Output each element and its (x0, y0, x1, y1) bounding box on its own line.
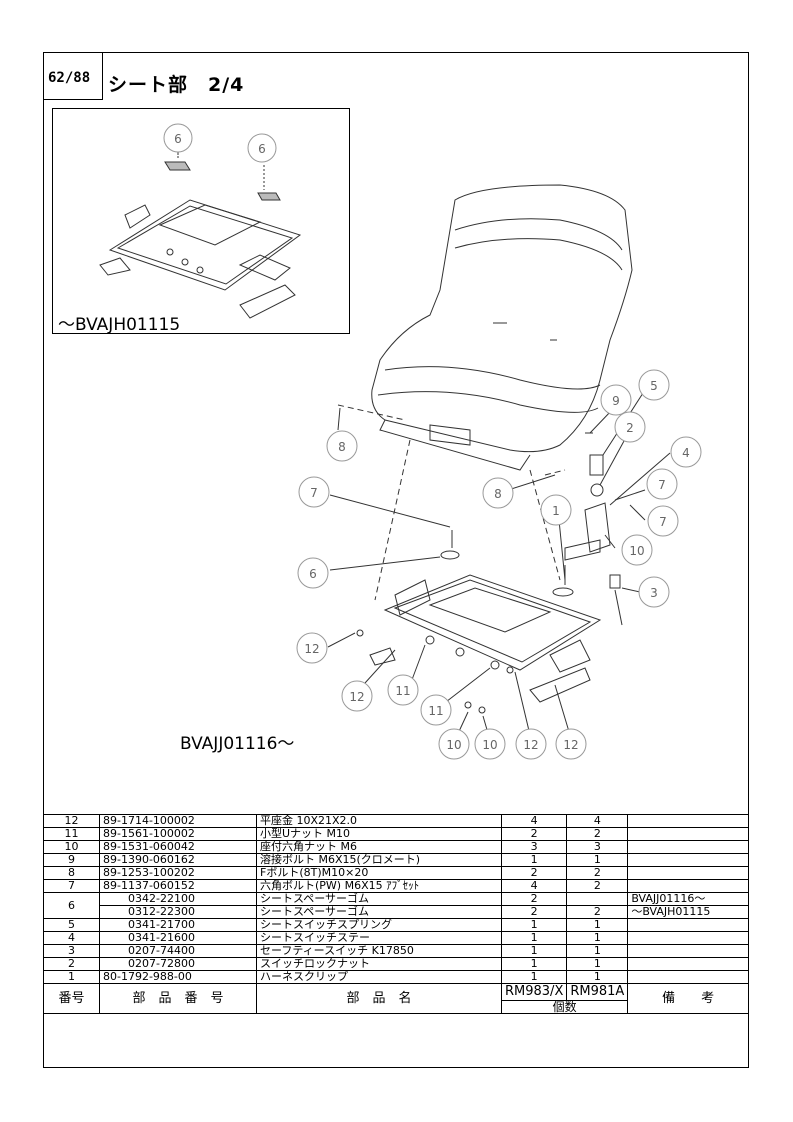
callout-label: 12 (304, 642, 319, 656)
callout-label: 11 (428, 704, 443, 718)
callout-label: 2 (626, 421, 634, 435)
callout-label: 10 (629, 544, 644, 558)
callout-label: 8 (338, 440, 346, 454)
callout-bubble: 8 (326, 430, 358, 462)
header-note: 備 考 (627, 983, 749, 1014)
callout-bubble: 6 (247, 133, 277, 163)
callout-bubble: 12 (515, 728, 547, 760)
table-header-row: 番号 部 品 番 号 部 品 名 RM983/X RM981A 備 考 (43, 983, 749, 1014)
callout-label: 6 (309, 567, 317, 581)
callout-label: 10 (446, 738, 461, 752)
callout-bubble: 9 (600, 384, 632, 416)
callout-bubble: 5 (638, 369, 670, 401)
callout-label: 12 (563, 738, 578, 752)
guide-lines (337, 404, 566, 601)
callout-bubble: 7 (647, 505, 679, 537)
callout-label: 5 (650, 379, 658, 393)
header-qty: 個数 (500, 1000, 629, 1014)
header-no: 番号 (43, 983, 100, 1014)
page-title: シート部 2/4 (108, 74, 245, 96)
callout-bubble: 12 (555, 728, 587, 760)
callout-bubble: 11 (420, 694, 452, 726)
callout-bubble: 7 (298, 476, 330, 508)
callout-label: 12 (349, 690, 364, 704)
callout-label: 7 (310, 486, 318, 500)
callout-label: 1 (552, 504, 560, 518)
header-model2: RM981A (566, 983, 629, 1001)
callout-bubble: 1 (540, 494, 572, 526)
callout-label: 7 (658, 478, 666, 492)
callout-bubble: 6 (163, 123, 193, 153)
callout-bubble: 8 (482, 477, 514, 509)
table-header-row: 個数 (44, 1000, 749, 1014)
callout-bubble: 3 (638, 576, 670, 608)
callout-bubble: 12 (296, 632, 328, 664)
callout-bubble: 10 (621, 534, 653, 566)
main-serial-label: BVAJJ01116～ (180, 734, 295, 754)
callout-bubble: 10 (474, 728, 506, 760)
callout-label: 6 (174, 132, 182, 146)
switch-parts-drawing (564, 432, 623, 626)
callout-bubble: 7 (646, 468, 678, 500)
inset-callouts: 6 6 (163, 123, 277, 163)
page-number: 62/88 (43, 52, 103, 100)
inset-serial-label: ～BVAJH01115 (58, 315, 181, 335)
callout-label: 4 (682, 446, 690, 460)
main-frame-drawing (356, 530, 602, 714)
page-frame (43, 52, 749, 1068)
callout-label: 12 (523, 738, 538, 752)
callout-label: 11 (395, 684, 410, 698)
callout-bubble: 10 (438, 728, 470, 760)
callout-label: 6 (258, 142, 266, 156)
callout-label: 7 (659, 515, 667, 529)
callout-bubble: 6 (297, 557, 329, 589)
seat-drawing (371, 184, 633, 471)
callout-bubble: 12 (341, 680, 373, 712)
callout-label: 9 (612, 394, 620, 408)
callout-label: 10 (482, 738, 497, 752)
callout-label: 8 (494, 487, 502, 501)
header-model1: RM983/X (500, 983, 568, 1001)
exploded-diagram: 6 6 9 5 2 4 7 7 8 8 1 10 3 7 6 12 12 11 … (99, 123, 702, 760)
callout-bubble: 2 (614, 411, 646, 443)
main-callouts: 9 5 2 4 7 7 8 8 1 10 3 7 6 12 12 11 11 1… (296, 369, 702, 760)
callout-label: 3 (650, 586, 658, 600)
header-name: 部 品 名 (256, 983, 502, 1014)
leader-lines (177, 150, 671, 741)
inset-frame-drawing (99, 152, 302, 319)
header-code: 部 品 番 号 (99, 983, 257, 1014)
callout-bubble: 4 (670, 436, 702, 468)
inset-box (52, 108, 350, 334)
callout-bubble: 11 (387, 674, 419, 706)
